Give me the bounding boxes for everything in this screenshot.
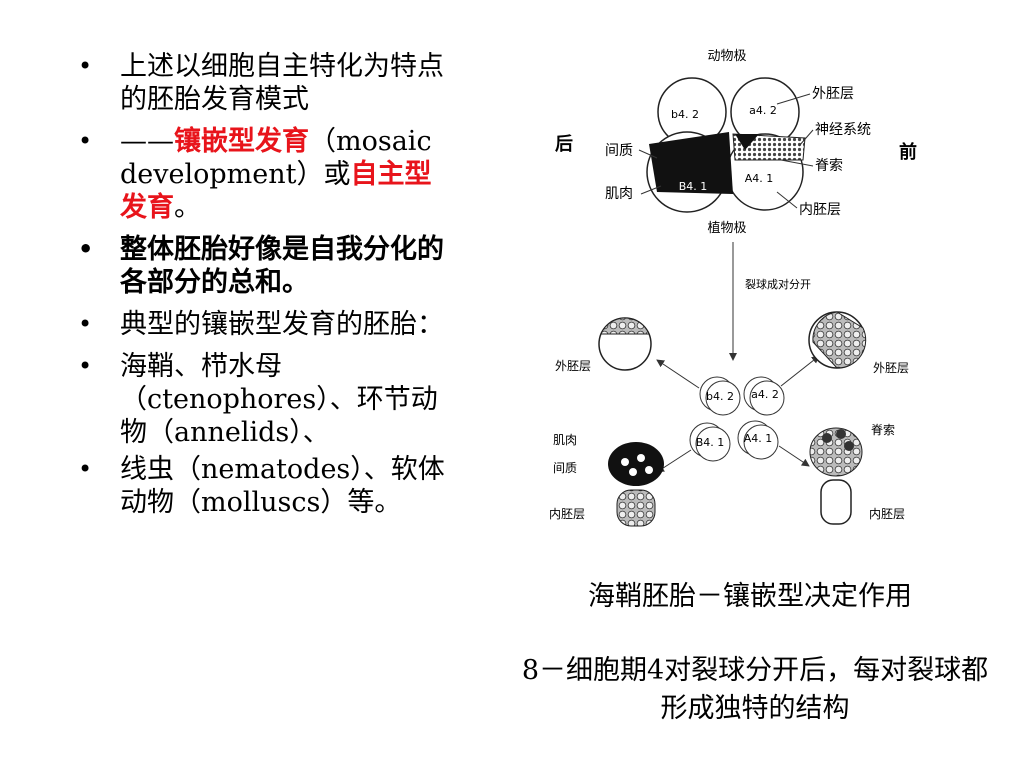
leader-line xyxy=(780,159,814,167)
bullet-marker: • xyxy=(78,52,93,80)
bullet-item-2: • ——镶嵌型发育（mosaic development）或自主型发育。 xyxy=(78,125,458,224)
leader-line xyxy=(640,185,662,195)
bullet-item-1: • 上述以细胞自主特化为特点的胚胎发育模式 xyxy=(78,50,458,116)
bullet-marker: • xyxy=(78,310,93,338)
bullet-text-6: 线虫（nematodes）、软体动物（molluscs）等。 xyxy=(120,454,445,518)
small-cell-b42-pair xyxy=(705,380,741,416)
bullet-item-6: • 线虫（nematodes）、软体动物（molluscs）等。 xyxy=(78,453,458,519)
arrow-to-ectoderm-left xyxy=(656,359,700,389)
small-A41-label: A4. 1 xyxy=(744,432,773,445)
arrow-to-ectoderm-right xyxy=(780,355,820,387)
muscle-left-label: 肌肉 xyxy=(553,433,577,447)
ectoderm-label: 外胚层 xyxy=(812,86,854,102)
bullet-marker: • xyxy=(78,127,93,155)
cell-b42-label: b4. 2 xyxy=(671,108,699,121)
leader-line xyxy=(776,191,798,209)
bullet-item-3: • 整体胚胎好像是自我分化的各部分的总和。 xyxy=(78,233,458,299)
bullet-item-5: • 海鞘、栉水母（ctenophores）、环节动物（annelids）、 xyxy=(78,350,458,449)
small-b42-label: b4. 2 xyxy=(706,390,734,403)
mosaic-term: 镶嵌型发育 xyxy=(174,126,309,157)
bullet-marker: • xyxy=(78,235,94,263)
mesenchyme-left-label: 间质 xyxy=(553,461,577,475)
ectoderm-right-structure xyxy=(808,311,867,369)
notochord-label: 脊索 xyxy=(815,157,843,174)
bullet-list: • 上述以细胞自主特化为特点的胚胎发育模式 • ——镶嵌型发育（mosaic dev… xyxy=(78,50,458,528)
anterior-label: 前 xyxy=(899,141,917,163)
arrow-to-notochord-right xyxy=(778,445,810,467)
small-cell-a42-pair xyxy=(749,380,785,416)
notochord-structure-right xyxy=(809,427,863,525)
ectoderm-left-label: 外胚层 xyxy=(555,359,591,373)
small-a42-label: a4. 2 xyxy=(751,388,779,401)
small-cell-B41-pair xyxy=(695,426,731,462)
period: 。 xyxy=(174,192,201,223)
bullet-text-3: 整体胚胎好像是自我分化的各部分的总和。 xyxy=(120,234,444,298)
eight-cell-embryo: b4. 2 a4. 2 B4. 1 A4. 1 xyxy=(646,77,806,213)
nervous-system-label: 神经系统 xyxy=(815,122,871,138)
separation-label: 裂球成对分开 xyxy=(745,277,811,291)
animal-pole-label: 动物极 xyxy=(707,49,746,64)
bullet-text-5: 海鞘、栉水母（ctenophores）、环节动物（annelids）、 xyxy=(120,351,438,448)
bullet-text-4: 典型的镶嵌型发育的胚胎： xyxy=(120,309,444,340)
ectoderm-left-structure xyxy=(598,317,652,371)
leader-line xyxy=(638,149,658,159)
small-cell-A41-pair xyxy=(743,424,779,460)
english-term: （mosaic development）或 xyxy=(120,126,432,190)
endoderm-right-label: 内胚层 xyxy=(869,507,905,521)
small-B41-label: B4. 1 xyxy=(696,436,725,449)
bullet-text-1: 上述以细胞自主特化为特点的胚胎发育模式 xyxy=(120,51,444,115)
autonomous-term: 自主型发育 xyxy=(120,159,432,223)
ascidian-embryo-figure: 动物极 后 前 b4. 2 a4. 2 B4. 1 A4. 1 外胚层 神经系统… xyxy=(537,42,932,538)
muscle-label: 肌肉 xyxy=(605,186,633,202)
posterior-label: 后 xyxy=(555,134,573,155)
leader-line xyxy=(776,93,811,105)
cell-a42-label: a4. 2 xyxy=(749,104,777,117)
notochord-region xyxy=(735,134,759,150)
dash-prefix: —— xyxy=(120,126,174,157)
bullet-item-4: • 典型的镶嵌型发育的胚胎： xyxy=(78,308,458,341)
bullet-marker: • xyxy=(78,455,93,483)
cell-A41-label: A4. 1 xyxy=(745,172,774,185)
cell-B41-label: B4. 1 xyxy=(679,180,708,193)
separated-blastomeres: b4. 2 a4. 2 B4. 1 A4. 1 xyxy=(689,376,785,462)
mesenchyme-label: 间质 xyxy=(605,143,633,159)
endoderm-left-label: 内胚层 xyxy=(549,507,585,521)
ectoderm-right-label: 外胚层 xyxy=(873,361,909,375)
figure-caption-title: 海鞘胚胎－镶嵌型决定作用 xyxy=(588,581,912,612)
bullet-marker: • xyxy=(78,352,93,380)
muscle-structure-left xyxy=(608,442,664,527)
embryo-diagram: 动物极 后 前 b4. 2 a4. 2 B4. 1 A4. 1 外胚层 神经系统… xyxy=(549,49,917,527)
endoderm-label: 内胚层 xyxy=(799,202,841,218)
vegetal-pole-label: 植物极 xyxy=(707,221,746,236)
notochord-right-label: 脊索 xyxy=(871,423,895,437)
figure-caption-description: 8－细胞期4对裂球分开后，每对裂球都形成独特的结构 xyxy=(521,655,989,724)
leader-line xyxy=(798,129,814,147)
muscle-region xyxy=(649,132,733,194)
